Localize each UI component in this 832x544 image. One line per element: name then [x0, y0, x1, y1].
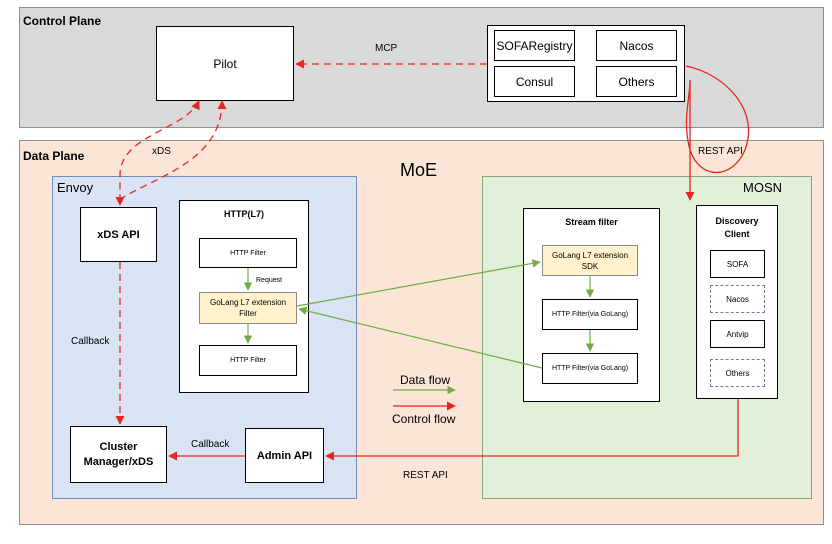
golang-extension-sdk-line2: SDK [581, 261, 599, 271]
http-filter-via-golang-1: HTTP Filter(via GoLang) [542, 299, 638, 330]
registry-sofaregistry: SOFARegistry [494, 30, 575, 61]
data-plane-title: Data Plane [23, 149, 85, 163]
mosn-title: MOSN [743, 180, 782, 195]
rest-api-top-arrow [685, 65, 750, 201]
cluster-manager-line1: Cluster [99, 440, 138, 453]
mosn-to-envoy-data-arrow [298, 306, 543, 369]
registry-nacos: Nacos [596, 30, 677, 61]
golang-extension-filter-line1: GoLang L7 extension [209, 298, 287, 307]
http-filter-top: HTTP Filter [199, 238, 297, 268]
callback-vertical-label: Callback [71, 336, 110, 347]
cluster-manager-line2: Manager/xDS [83, 455, 154, 468]
legend-control-flow-label: Control flow [392, 412, 456, 426]
control-plane-title: Control Plane [23, 14, 102, 28]
pilot-box: Pilot [156, 26, 294, 101]
registry-others: Others [596, 66, 677, 97]
golang-extension-filter: GoLang L7 extension Filter [199, 292, 297, 324]
registry-consul: Consul [494, 66, 575, 97]
discovery-antvip: Antvip [710, 320, 765, 348]
golang-extension-sdk-line1: GoLang L7 extension [551, 250, 629, 260]
discovery-sofa: SOFA [710, 250, 765, 278]
http-filter-via-golang-2: HTTP Filter(via GoLang) [542, 353, 638, 384]
discovery-client-title: Discovery Client [696, 215, 778, 241]
stream-filter-title: Stream filter [565, 217, 618, 227]
golang-extension-sdk: GoLang L7 extension SDK [542, 245, 638, 276]
rest-api-top-label: REST API [698, 146, 743, 157]
discovery-others: Others [710, 359, 765, 387]
legend-data-flow-label: Data flow [400, 373, 451, 387]
discovery-client-title-line2: Client [724, 229, 750, 239]
xds-link-left [115, 100, 200, 206]
xds-api-box: xDS API [80, 207, 157, 262]
request-label: Request [256, 277, 283, 284]
mcp-label: MCP [375, 43, 398, 54]
envoy-title: Envoy [57, 180, 94, 195]
http-l7-title: HTTP(L7) [224, 209, 264, 219]
rest-api-bottom-arrow [325, 399, 739, 461]
discovery-nacos: Nacos [710, 285, 765, 313]
callback-horizontal-label: Callback [191, 439, 230, 450]
xds-link-right [121, 100, 227, 199]
admin-api-box: Admin API [245, 428, 324, 483]
envoy-to-mosn-data-arrow [296, 259, 541, 307]
cluster-manager-box: Cluster Manager/xDS [70, 426, 167, 483]
discovery-client-title-line1: Discovery [715, 216, 759, 226]
rest-api-bottom-label: REST API [403, 470, 448, 481]
golang-extension-filter-line2: Filter [239, 309, 257, 318]
moe-label: MoE [400, 160, 438, 180]
http-filter-bottom: HTTP Filter [199, 345, 297, 376]
